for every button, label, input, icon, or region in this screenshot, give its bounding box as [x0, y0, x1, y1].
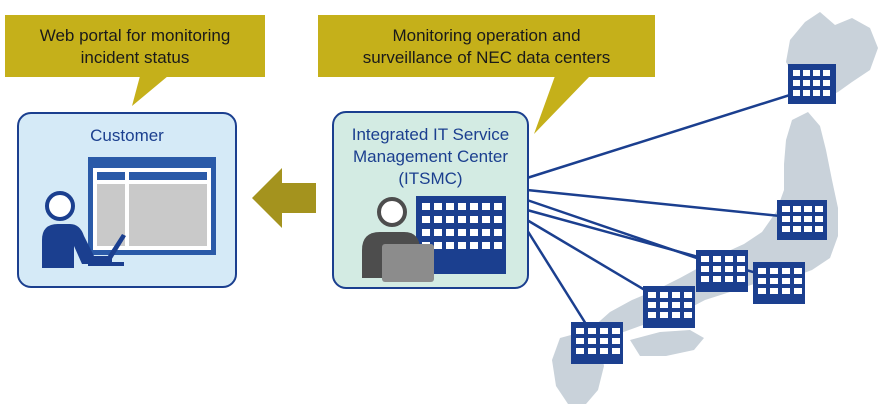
itsmc-title-line2: Management Center	[353, 147, 508, 166]
operator-icon	[362, 197, 434, 282]
itsmc-title-line3: (ITSMC)	[398, 169, 463, 188]
data-center-icon	[788, 64, 836, 104]
data-center-icon	[777, 200, 827, 240]
data-center-icon	[571, 322, 623, 364]
customer-title: Customer	[90, 126, 164, 145]
data-center-icon	[696, 250, 748, 292]
callout-monitoring: Monitoring operation and surveillance of…	[318, 15, 655, 77]
person-at-computer-icon	[42, 191, 126, 268]
itsmc-title-line1: Integrated IT Service	[351, 125, 510, 144]
callout-monitoring-text: Monitoring operation and surveillance of…	[362, 26, 611, 67]
data-center-icon	[753, 262, 805, 304]
callout-web-portal: Web portal for monitoring incident statu…	[5, 15, 265, 77]
callout-web-portal-text: Web portal for monitoring incident statu…	[39, 26, 231, 67]
browser-window-icon	[88, 157, 216, 255]
data-center-icon	[643, 286, 695, 328]
